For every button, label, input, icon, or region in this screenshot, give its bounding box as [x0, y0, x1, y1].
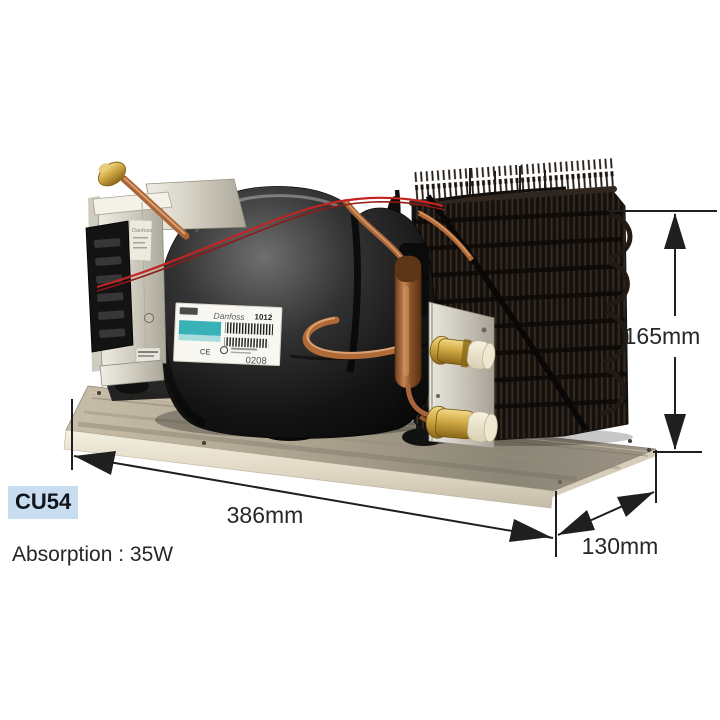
dimension-height: 165mm: [607, 210, 717, 453]
red-wire: [96, 196, 444, 289]
dimension-annotations: 165mm 386mm 130mm: [71, 210, 717, 559]
upper-valve: [429, 335, 496, 370]
nameplate-teal-band: [178, 320, 222, 336]
coil-return-bends: [599, 211, 633, 417]
dimension-depth: 130mm: [557, 450, 659, 559]
compressor-dome: [157, 186, 436, 439]
control-module: Danfoss: [85, 178, 247, 387]
nameplate-code-bottom: 0208: [245, 355, 267, 367]
brass-flare-fitting: [97, 161, 127, 187]
model-badge: CU54: [8, 486, 79, 519]
compressor-nameplate: Danfoss 1012 CE 0208: [173, 302, 283, 367]
terminal-screw: [144, 313, 154, 323]
coil-top-tube: [409, 186, 617, 206]
height-dimension-label: 165mm: [624, 323, 701, 349]
dimension-length: 386mm: [71, 399, 557, 557]
nameplate-barcode: [224, 322, 274, 336]
compressor: Danfoss 1012 CE 0208: [157, 186, 436, 439]
suction-loop-tube: [302, 316, 415, 360]
copper-inlet-tube: [417, 210, 475, 262]
service-valves: [425, 301, 498, 449]
nameplate-code-top-right: 1012: [254, 312, 273, 322]
copper-tubing: [97, 161, 461, 432]
absorption-text: Absorption : 35W: [12, 543, 174, 566]
length-dimension-label: 386mm: [227, 502, 304, 528]
coil-diagonal-tube: [425, 194, 589, 432]
wiring: [96, 196, 446, 292]
nameplate-brand-script: Danfoss: [213, 311, 245, 322]
depth-dimension-label: 130mm: [582, 533, 659, 559]
controller-brand-label: Danfoss: [132, 228, 152, 234]
nameplate-ce-mark: CE: [200, 347, 211, 356]
lower-valve: [425, 405, 498, 443]
